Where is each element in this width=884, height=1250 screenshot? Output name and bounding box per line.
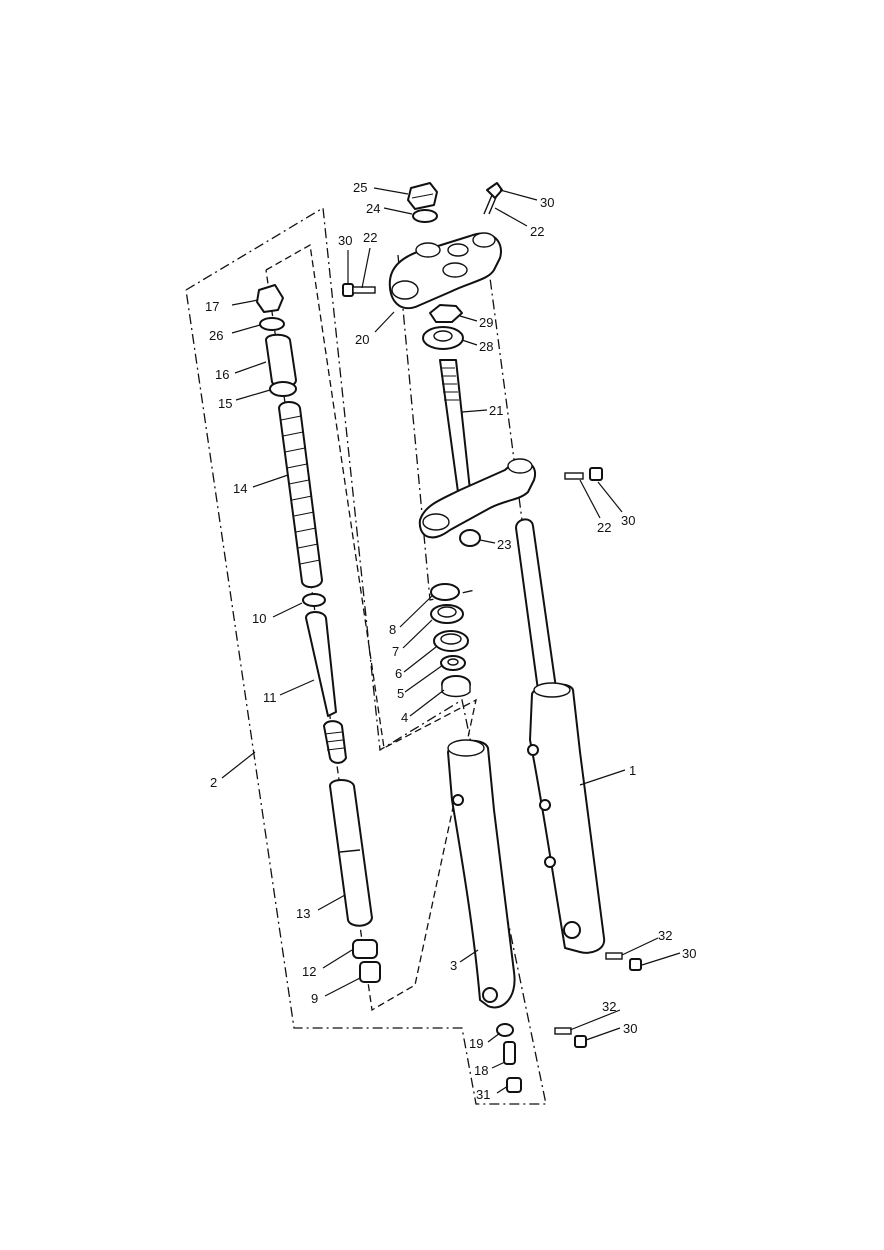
side-pinch-bolt-part bbox=[342, 283, 376, 297]
clip-5-part bbox=[440, 655, 466, 671]
bottom-cap-part bbox=[506, 1077, 522, 1093]
caliper-bolt-part bbox=[554, 1027, 587, 1048]
callout-26: 26 bbox=[209, 328, 223, 343]
callout-31: 31 bbox=[476, 1087, 490, 1102]
damper-rod-part bbox=[305, 611, 337, 717]
stem-cap-part bbox=[459, 529, 481, 547]
spacer-tube-part bbox=[265, 333, 297, 388]
dust-seal-4-part bbox=[441, 675, 471, 698]
callout-21: 21 bbox=[489, 403, 503, 418]
stem-nut-part bbox=[429, 304, 463, 323]
drain-bolt-part bbox=[503, 1041, 516, 1065]
fork-spring-part bbox=[278, 401, 323, 588]
pinch-bolt-part bbox=[483, 182, 503, 215]
callout-32: 32 bbox=[658, 928, 672, 943]
callout-28: 28 bbox=[479, 339, 493, 354]
lower-pinch-bolt-part bbox=[564, 467, 603, 481]
seal-7-part bbox=[430, 604, 464, 624]
right-fork-leg-part bbox=[515, 518, 606, 954]
callout-13: 13 bbox=[296, 906, 310, 921]
callout-6: 6 bbox=[395, 666, 402, 681]
callout-labels: 25 30 24 22 30 22 17 26 20 29 28 16 15 2… bbox=[205, 180, 696, 1102]
damper-piece-12-part bbox=[352, 939, 378, 959]
callout-3: 3 bbox=[450, 958, 457, 973]
fork-leg-assembly-boundary bbox=[185, 206, 547, 1105]
steering-stem-part bbox=[439, 359, 471, 493]
callout-17: 17 bbox=[205, 299, 219, 314]
callout-9: 9 bbox=[311, 991, 318, 1006]
callout-5: 5 bbox=[397, 686, 404, 701]
damper-washer-part bbox=[302, 593, 326, 607]
damper-assembly-boundary bbox=[265, 243, 477, 1012]
callout-30: 30 bbox=[540, 195, 554, 210]
callout-16: 16 bbox=[215, 367, 229, 382]
callout-14: 14 bbox=[233, 481, 247, 496]
drain-washer-part bbox=[496, 1023, 514, 1037]
spring-seat-part bbox=[269, 381, 297, 397]
callout-19: 19 bbox=[469, 1036, 483, 1051]
callout-24: 24 bbox=[366, 201, 380, 216]
leader-lines bbox=[221, 187, 681, 1094]
rebound-spring-part bbox=[323, 720, 347, 764]
callout-12: 12 bbox=[302, 964, 316, 979]
callout-25: 25 bbox=[353, 180, 367, 195]
fork-cap-part bbox=[256, 284, 284, 313]
o-ring-part bbox=[259, 317, 285, 331]
callout-18: 18 bbox=[474, 1063, 488, 1078]
callout-20: 20 bbox=[355, 332, 369, 347]
seal-8-part bbox=[430, 583, 460, 601]
callout-8: 8 bbox=[389, 622, 396, 637]
callout-15: 15 bbox=[218, 396, 232, 411]
lower-yoke-part bbox=[418, 458, 537, 539]
left-fork-leg-part bbox=[447, 739, 516, 1009]
stem-bearing-part bbox=[422, 326, 464, 350]
seal-6-part bbox=[433, 630, 469, 652]
axle-clamp-bolt-part bbox=[605, 952, 642, 971]
damper-cylinder-part bbox=[329, 779, 373, 927]
callout-11: 11 bbox=[263, 690, 277, 705]
top-yoke-part bbox=[388, 232, 502, 310]
callout-22: 22 bbox=[363, 230, 377, 245]
callout-23: 23 bbox=[497, 537, 511, 552]
callout-22: 22 bbox=[597, 520, 611, 535]
callout-29: 29 bbox=[479, 315, 493, 330]
callout-30: 30 bbox=[682, 946, 696, 961]
washer-part bbox=[412, 209, 438, 223]
callout-30: 30 bbox=[621, 513, 635, 528]
callout-30: 30 bbox=[623, 1021, 637, 1036]
top-nut-part bbox=[407, 182, 438, 210]
callout-2: 2 bbox=[210, 775, 217, 790]
callout-32: 32 bbox=[602, 999, 616, 1014]
callout-22: 22 bbox=[530, 224, 544, 239]
callout-1: 1 bbox=[629, 763, 636, 778]
damper-piece-9-part bbox=[359, 961, 381, 983]
callout-4: 4 bbox=[401, 710, 408, 725]
callout-7: 7 bbox=[392, 644, 399, 659]
callout-30: 30 bbox=[338, 233, 352, 248]
callout-10: 10 bbox=[252, 611, 266, 626]
stem-boundary bbox=[397, 254, 476, 601]
